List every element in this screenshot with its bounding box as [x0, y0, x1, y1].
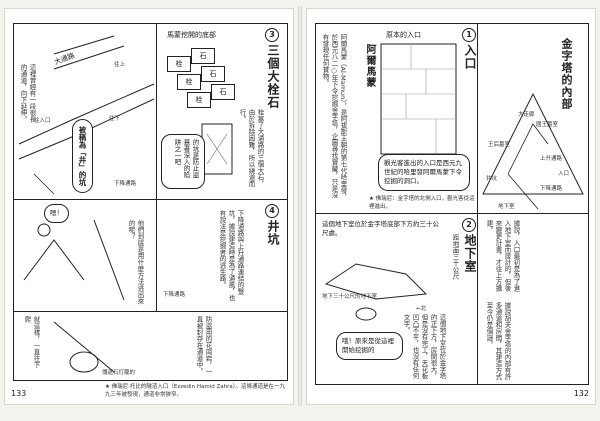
section-one-number: 1 — [462, 28, 476, 42]
entrance-label: 往入口 — [34, 118, 51, 124]
trap-bubble: 的坑是防止盜墓者深入的陷阱之一吧 — [161, 134, 205, 189]
section-four-note: 他們到底是用什麼方法逃出來的呢？ — [127, 220, 144, 305]
plug-stone-5: 栓 — [187, 92, 211, 108]
pit-bubble: 被稱為「井」的坑 — [72, 119, 93, 193]
section-one-title: 入口 — [463, 44, 477, 70]
mamun-text: 阿爾馬蒙（Al-Mamun），是阿拔斯王朝的第七代哈里發，於西元八二○年下令挖掘… — [321, 34, 347, 201]
inner-side-text: 據說，入口最初是為了進入地下室而設計的，但後來變更計畫，才往上方擴建。 — [485, 220, 520, 292]
plug-stone-2: 石 — [191, 48, 215, 64]
original-entrance-label: 原本的入口 — [386, 31, 421, 39]
hmm-text: 嗯！ — [50, 209, 63, 217]
ramp-label-four: 下降通路 — [163, 292, 186, 298]
down-label: 往下 — [109, 116, 121, 122]
left-page-number: 133 — [11, 389, 27, 398]
entrance-bubble-text: 觀光客進出的入口是西元九世紀的哈里發阿爾馬蒙下令挖掘的洞口。 — [384, 159, 462, 185]
panel-four-climbers: 嗯！ 他們到底是用什麼方法逃出來的呢？ — [13, 199, 158, 313]
inner-intro-text: 據說胡夫金字塔的內部有許多通道和房間，其建造方式至今仍是個謎。 — [485, 302, 511, 380]
entrance-footnote: ★ 佛瑞尼：金字塔的北側入口，觀光客從這裡進出。 — [369, 196, 475, 210]
left-page: 大通路 往上 往下 往入口 這裡曾經有一段很長的通道，向下延伸。 被稱為「井」的… — [4, 8, 294, 405]
panel-inner-text: 據說，入口最初是為了進入地下室而設計的，但後來變更計畫，才往上方擴建。 據說胡夫… — [477, 213, 589, 385]
section-three-number: 3 — [265, 28, 279, 42]
dig-bubble: 哦！原來是從這裡開始挖掘的 — [336, 332, 403, 360]
north-label: ←北 — [416, 306, 427, 312]
up-label: 往上 — [114, 62, 126, 68]
section-three-text: 栓塞了大通路的三個大石，由於拆除困難，所以繞道而行。 — [238, 109, 264, 187]
king-chamber-label: 國王墓室 — [536, 122, 559, 128]
inner-title: 金字塔的內部 — [560, 38, 573, 110]
gallery-label: 大走廊 — [518, 112, 535, 118]
pyramid-diagram — [482, 92, 584, 210]
side-note: 這裡曾經有一段很長的通道，向下延伸。 — [19, 64, 36, 123]
left-footnote: ★ 佛瑞尼·托比的隧道入口（Ezzedin Hamid Zahra）。這條通道是… — [105, 384, 285, 398]
panel-entrance: 阿爾馬蒙（Al-Mamun），是阿拔斯王朝的第七代哈里發，於西元八二○年下令挖掘… — [315, 23, 479, 215]
climbers-sketch — [23, 219, 125, 301]
right-page-number: 132 — [573, 389, 589, 398]
panel-three-map: 大通路 往上 往下 往入口 這裡曾經有一段很長的通道，向下延伸。 被稱為「井」的… — [13, 23, 158, 201]
pit-bubble-text: 被稱為「井」的坑 — [78, 126, 87, 186]
bottom-sketch — [53, 321, 115, 373]
section-four-title: 井坑 — [266, 220, 280, 246]
panel-three-stones: 馬蒙挖開的底部 栓 石 栓 石 栓 石 的坑是防止盜墓者深入的陷阱之一吧 栓塞了… — [156, 23, 288, 201]
queen-chamber-label: 王后墓室 — [488, 142, 511, 148]
hmm-bubble: 嗯！ — [44, 204, 69, 223]
underground-label: 地下室 — [498, 204, 515, 210]
stones-label: 馬蒙挖開的底部 — [167, 31, 216, 39]
climb-caption: 就這樣，一直往下爬 — [23, 316, 40, 368]
section-two-number: 2 — [462, 218, 476, 232]
depth-label: 地下三十公尺的地下室 — [322, 294, 378, 300]
right-page: 阿爾馬蒙（Al-Mamun），是阿拔斯王朝的第七代哈里發，於西元八二○年下令挖掘… — [306, 8, 596, 405]
section-three-title: 三個大栓石 — [266, 44, 280, 109]
ramp-up-label: 上升通路 — [540, 156, 563, 162]
panel-pyramid-inner: 金字塔的內部 國王墓室 王后墓室 大走廊 上升通路 下降通路 井坑 入口 地下室 — [477, 23, 589, 215]
section-two-subtitle: 距地面三十公尺 — [451, 234, 459, 280]
dig-bubble-text: 哦！原來是從這裡開始挖掘的 — [342, 337, 394, 354]
panel-four-text: 4 井坑 下降通路與上升通路連結的豎坑，據說建造時是為了通風，也有說法是挖掘者的… — [156, 199, 288, 313]
plug-stone-6: 石 — [211, 84, 235, 100]
bottom-label: 傳遞石灯籠的 — [102, 370, 136, 376]
ramp-label: 下降通路 — [114, 181, 137, 187]
ramp-down-label: 下降通路 — [540, 186, 563, 192]
entrance-inner-label: 入口 — [558, 171, 570, 177]
trap-bubble-text: 的坑是防止盜墓者深入的陷阱之一吧 — [173, 139, 199, 178]
panel-underground: 這個地下室位於金字塔底部下方約三十公尺處。 2 地下室 距地面三十公尺 ←北 地… — [315, 213, 479, 385]
granite-caption: 防盜用的花崗岩，一直被封存在通道中。 — [195, 316, 212, 375]
plug-stone-1: 栓 — [167, 56, 191, 72]
pit-label: 井坑 — [486, 176, 498, 182]
section-four-text: 下降通路與上升通路連結的豎坑，據說建造時是為了通風，也有說法是挖掘者的逃生路。 — [218, 210, 244, 301]
section-two-title: 地下室 — [463, 234, 477, 273]
entrance-bubble: 觀光客進出的入口是西元九世紀的哈里發阿爾馬蒙下令挖掘的洞口。 — [378, 154, 470, 191]
underground-text: 這個地下室位於金字塔的正下方，房間很大，但是沒有完工，天花板凹凸不平，也沒有任何… — [402, 314, 446, 379]
section-four-number: 4 — [265, 204, 279, 218]
panel-bottom: 就這樣，一直往下爬 傳遞石灯籠的 防盜用的花崗岩，一直被封存在通道中。 — [13, 311, 288, 381]
underground-top-text: 這個地下室位於金字塔底部下方約三十公尺處。 — [322, 220, 439, 237]
mamun-title: 阿爾馬蒙 — [364, 44, 375, 88]
book-spine — [298, 6, 302, 406]
plug-stone-3: 栓 — [177, 74, 201, 90]
underground-sketch — [324, 263, 428, 321]
plug-stone-4: 石 — [201, 66, 225, 82]
